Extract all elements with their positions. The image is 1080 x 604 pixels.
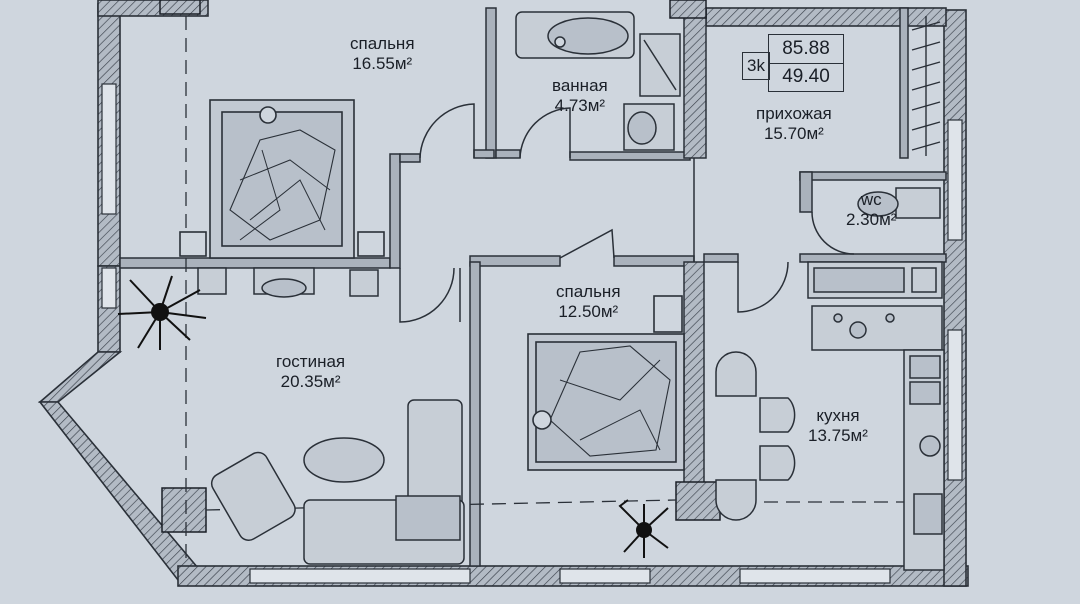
windows	[101, 83, 963, 584]
room-name: спальня	[556, 282, 621, 301]
room-count: 3k	[742, 52, 770, 80]
room-name: ванная	[552, 76, 608, 95]
room-name: кухня	[816, 406, 860, 425]
total-area: 85.88	[768, 34, 844, 64]
room-area: 15.70м²	[763, 124, 824, 143]
room-label-kitchen: кухня 13.75м²	[808, 406, 868, 446]
wc-fixtures	[857, 187, 941, 219]
room-area: 4.73м²	[554, 96, 606, 115]
room-name: гостиная	[276, 352, 346, 371]
room-name: спальня	[350, 34, 415, 53]
plant-icon	[117, 275, 207, 350]
bathroom-fixtures	[515, 11, 681, 151]
room-name: прихожая	[756, 104, 832, 123]
living-furniture	[197, 267, 465, 565]
room-label-wc: wc 2.30м²	[846, 190, 896, 230]
columns	[159, 0, 721, 533]
room-label-living-room: гостиная 20.35м²	[276, 352, 345, 392]
room-label-bathroom: ванная 4.73м²	[552, 76, 608, 116]
door-swings	[399, 103, 855, 323]
room-area: 13.75м²	[808, 426, 868, 445]
living-area: 49.40	[768, 63, 844, 92]
bed-1	[179, 99, 385, 259]
room-name: wc	[860, 190, 882, 209]
room-label-hallway: прихожая 15.70м²	[756, 104, 832, 144]
kitchen-fixtures	[807, 261, 945, 571]
room-label-bedroom-2: спальня 12.50м²	[556, 282, 621, 322]
bed-2	[527, 295, 685, 471]
plant-icon	[618, 499, 669, 558]
room-area: 16.55м²	[352, 54, 413, 73]
dining-set	[715, 351, 796, 521]
wardrobe	[911, 16, 941, 156]
room-area: 12.50м²	[558, 302, 619, 321]
room-label-bedroom-1: спальня 16.55м²	[350, 34, 415, 74]
room-area: 20.35м²	[280, 372, 341, 391]
room-area: 2.30м²	[846, 210, 897, 229]
